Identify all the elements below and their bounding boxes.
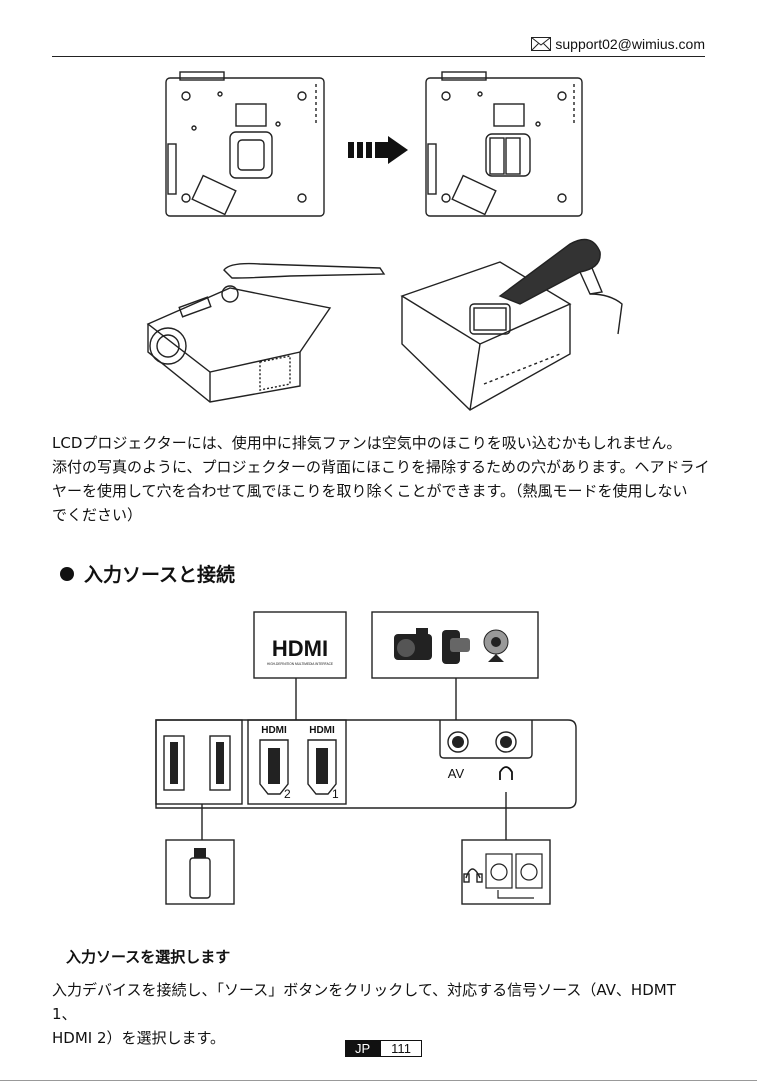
dust-cleaning-paragraph: LCDプロジェクターには、使用中に排気ファンは空気中のほこりを吸い込むかもしれま… xyxy=(52,431,712,527)
av-jack xyxy=(447,731,469,753)
envelope-icon xyxy=(531,37,552,51)
page-footer: JP 111 xyxy=(345,1040,422,1057)
input-source-heading: 入力ソースを選択します xyxy=(66,948,231,966)
usb-drive-icon xyxy=(189,848,211,899)
headphone-icon xyxy=(463,868,483,883)
hdmi-logo: HDMI xyxy=(272,636,328,661)
page-number: 111 xyxy=(380,1040,422,1057)
usb-port xyxy=(209,735,231,791)
projector-bottom-after xyxy=(425,71,583,217)
hdmi-port-2 xyxy=(259,739,289,795)
speaker-icon xyxy=(485,853,543,899)
usb-port xyxy=(163,735,185,791)
projector-with-hand xyxy=(146,262,386,403)
av-label: AV xyxy=(448,766,465,781)
instruction-line: 入力デバイスを接続し、「ソース」ボタンをクリックして、対応する信号ソース（AV、… xyxy=(52,981,691,1023)
hdmi-port-number-1: 1 xyxy=(332,787,339,801)
bottom-rule xyxy=(0,1080,757,1081)
dust-cleaning-figure xyxy=(146,238,623,411)
language-tag: JP xyxy=(345,1040,381,1057)
paragraph-line: 添付の写真のように、プロジェクターの背面にほこりを掃除するための穴があります。ヘ… xyxy=(52,458,710,476)
header-rule xyxy=(52,56,705,57)
webcam-icon xyxy=(483,629,509,662)
headphone-icon xyxy=(499,766,513,780)
projector-bottom-with-dryer xyxy=(400,238,623,411)
section-title: 入力ソースと接続 xyxy=(84,564,236,586)
section-heading: 入力ソースと接続 xyxy=(60,560,235,587)
hdmi-port-number-2: 2 xyxy=(284,787,291,801)
arrow-icon xyxy=(348,136,408,164)
projector-bottom-before xyxy=(165,71,325,217)
hdmi-port-label-1: HDMI xyxy=(309,725,335,736)
projector-bottom-figure xyxy=(165,71,583,217)
hdmi-port-1 xyxy=(307,739,337,795)
hdmi-logo-tagline: HIGH-DEFINITION MULTIMEDIA INTERFACE xyxy=(267,662,333,666)
camera-icon xyxy=(394,628,432,660)
support-email: support02@wimius.com xyxy=(555,36,705,52)
bullet-icon xyxy=(60,566,74,581)
header-email: support02@wimius.com xyxy=(531,36,705,52)
hdmi-port-label-2: HDMI xyxy=(261,725,287,736)
av-source-box xyxy=(371,611,539,679)
connection-diagram: HDMI HIGH-DEFINITION MULTIMEDIA INTERFAC… xyxy=(155,611,577,905)
hdmi-source-box: HDMI HIGH-DEFINITION MULTIMEDIA INTERFAC… xyxy=(253,611,347,679)
paragraph-line: ヤーを使用して穴を合わせて風でほこりを取り除くことができます。（熱風モードを使用… xyxy=(52,482,688,500)
input-source-instructions: 入力デバイスを接続し、「ソース」ボタンをクリックして、対応する信号ソース（AV、… xyxy=(52,978,712,1050)
paragraph-line: でください） xyxy=(52,506,143,524)
paragraph-line: LCDプロジェクターには、使用中に排気ファンは空気中のほこりを吸い込むかもしれま… xyxy=(52,434,682,452)
headphone-jack xyxy=(495,731,517,753)
instruction-line: HDMI 2）を選択します。 xyxy=(52,1029,226,1047)
camcorder-icon xyxy=(442,630,470,664)
